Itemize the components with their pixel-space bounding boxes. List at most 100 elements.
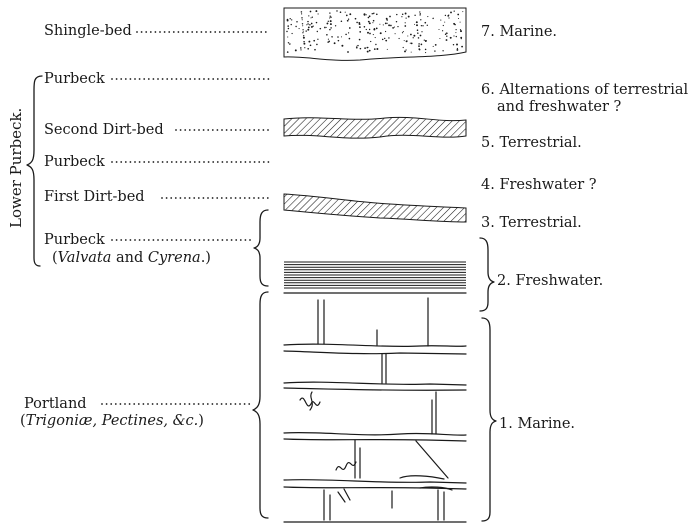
leader-dot [152,403,154,405]
leader-dot [164,31,166,33]
leader-dot [203,161,205,163]
shingle-dot [390,25,392,27]
shingle-dot [295,26,296,27]
shingle-dot [375,44,376,45]
shingle-dot [340,11,342,13]
leader-dot [191,31,193,33]
leader-dot [260,31,262,33]
shingle-dot [308,15,309,16]
shingle-dot [402,32,403,33]
leader-dot [203,78,205,80]
shingle-dot [456,49,458,51]
label-purbeck-top: Purbeck [44,71,105,87]
leader-dot [162,239,164,241]
shingle-dot [401,16,402,17]
leader-dot [148,239,150,241]
leader-dot [176,78,178,80]
shingle-dot [414,15,415,16]
shingle-dot [384,38,385,39]
shingle-dot [307,23,308,24]
shingle-dot [394,27,395,28]
right-labels: 7. Marine. 6. Alternations of terrestria… [481,24,688,432]
shingle-dot [316,22,317,23]
shingle-dot [347,51,349,53]
leader-dot [155,31,157,33]
leader-dot [226,197,228,199]
leader-dot [254,161,256,163]
leader-dot [262,197,264,199]
shingle-dot [301,13,302,14]
leader-dot [139,161,141,163]
shingle-dot [419,11,420,12]
second-dirt-bed-layer [284,117,466,138]
leader-dot [110,403,112,405]
shingle-dot [447,15,449,17]
shingle-dot [367,32,369,34]
leader-dot [176,161,178,163]
shingle-dot [422,25,423,26]
leader-dot [203,197,205,199]
shingle-dot [387,49,388,50]
shingle-dot [301,11,303,13]
leader-dot [253,197,255,199]
leader-dot [178,31,180,33]
leader-dot [125,161,127,163]
shingle-dot [330,17,331,18]
leader-dot [115,403,117,405]
leader-dot [189,403,191,405]
leader-dot [175,197,177,199]
shingle-dot [356,46,357,47]
shingle-dot [366,14,367,15]
leader-dot [187,31,189,33]
shingle-dot [385,31,386,32]
shingle-dot [397,26,398,27]
shingle-dot [329,29,331,31]
shingle-dot [417,29,419,31]
shingle-dot [337,36,339,38]
shingle-dot [421,25,422,26]
shingle-dot [291,33,292,34]
shingle-dot [372,22,373,23]
shingle-dot [355,18,357,20]
leader-dot [235,403,237,405]
leader-dot [193,197,195,199]
shingle-dot [328,40,330,42]
shingle-dot [368,21,370,23]
shingle-dot [311,26,313,28]
leader-dot [134,161,136,163]
leader-dot [185,239,187,241]
portland-stone-layer [284,293,466,522]
freshwater-laminated-layer [284,262,466,288]
shingle-dot [383,24,384,25]
shingle-dot [347,20,349,22]
leader-dot [171,161,173,163]
shingle-dot [364,13,366,15]
shingle-dot [330,27,332,29]
leader-dot [212,161,214,163]
leader-dot [222,239,224,241]
shingle-dot [326,34,328,36]
brace-freshwater [480,238,494,311]
leader-dots [101,31,269,405]
leader-dot [159,31,161,33]
shingle-dot [407,35,408,36]
leader-dot [249,161,251,163]
shingle-dot [300,49,301,50]
leader-dot [111,239,113,241]
shingle-dot [425,49,427,51]
shingle-dot [418,48,420,50]
shingle-dot [348,32,349,33]
brace-portland [253,292,268,518]
leader-dot [173,31,175,33]
shingle-dot [442,30,443,31]
leader-dot [180,78,182,80]
leader-dot [101,403,103,405]
leader-dot [170,403,172,405]
shingle-dot [450,37,452,39]
shingle-dot [302,23,303,24]
leader-dot [176,239,178,241]
leader-dot [175,129,177,131]
shingle-dot [461,38,462,39]
leader-dot [230,197,232,199]
shingle-dot [300,47,302,49]
